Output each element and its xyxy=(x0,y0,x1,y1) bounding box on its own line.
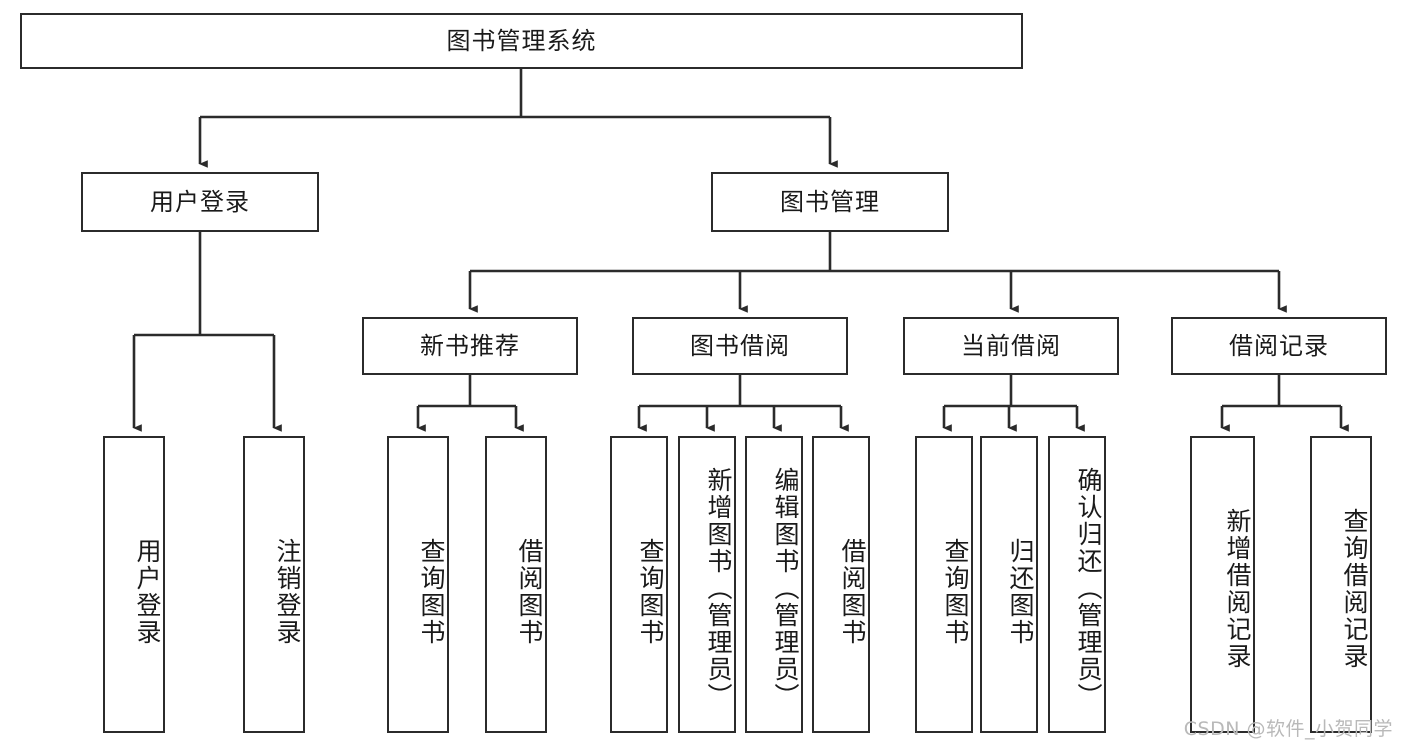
node-leaf-borrow-book-rec[interactable]: 借阅图书 xyxy=(485,436,547,733)
node-leaf-return-book[interactable]: 归还图书 xyxy=(980,436,1038,733)
node-leaf-add-record-label: 新增借阅记录 xyxy=(1223,507,1252,670)
node-leaf-confirm-return-admin-label: 确认归还（管理员） xyxy=(1074,467,1103,710)
node-borrow-record[interactable]: 借阅记录 xyxy=(1171,317,1387,375)
node-root[interactable]: 图书管理系统 xyxy=(20,13,1023,69)
node-new-book-rec[interactable]: 新书推荐 xyxy=(362,317,578,375)
node-book-borrow[interactable]: 图书借阅 xyxy=(632,317,848,375)
node-borrow-record-label: 借阅记录 xyxy=(1229,331,1329,360)
node-leaf-logout-label: 注销登录 xyxy=(273,537,302,646)
csdn-watermark: CSDN @软件_小贺同学 xyxy=(1183,718,1393,740)
node-root-label: 图书管理系统 xyxy=(446,26,597,55)
node-leaf-borrow-book-rec-label: 借阅图书 xyxy=(515,537,544,646)
node-leaf-query-book-cur-label: 查询图书 xyxy=(941,537,970,646)
node-leaf-query-book-rec-label: 查询图书 xyxy=(417,537,446,646)
node-leaf-user-login[interactable]: 用户登录 xyxy=(103,436,165,733)
node-leaf-query-book-rec[interactable]: 查询图书 xyxy=(387,436,449,733)
node-user-login[interactable]: 用户登录 xyxy=(81,172,319,232)
node-book-borrow-label: 图书借阅 xyxy=(690,331,790,360)
node-leaf-add-record[interactable]: 新增借阅记录 xyxy=(1190,436,1255,733)
node-user-login-label: 用户登录 xyxy=(150,187,250,216)
node-current-borrow-label: 当前借阅 xyxy=(961,331,1061,360)
node-leaf-query-book-cur[interactable]: 查询图书 xyxy=(915,436,973,733)
node-leaf-add-book-admin[interactable]: 新增图书（管理员） xyxy=(678,436,736,733)
node-leaf-confirm-return-admin[interactable]: 确认归还（管理员） xyxy=(1048,436,1106,733)
node-leaf-query-book-borrow-label: 查询图书 xyxy=(636,537,665,646)
node-leaf-add-book-admin-label: 新增图书（管理员） xyxy=(704,467,733,710)
node-book-manage[interactable]: 图书管理 xyxy=(711,172,949,232)
node-leaf-edit-book-admin-label: 编辑图书（管理员） xyxy=(771,467,800,710)
node-leaf-user-login-label: 用户登录 xyxy=(133,537,162,646)
node-leaf-query-book-borrow[interactable]: 查询图书 xyxy=(610,436,668,733)
node-current-borrow[interactable]: 当前借阅 xyxy=(903,317,1119,375)
node-leaf-query-record[interactable]: 查询借阅记录 xyxy=(1310,436,1372,733)
node-leaf-query-record-label: 查询借阅记录 xyxy=(1340,507,1369,670)
node-leaf-return-book-label: 归还图书 xyxy=(1006,537,1035,646)
node-new-book-rec-label: 新书推荐 xyxy=(420,331,520,360)
node-leaf-borrow-book[interactable]: 借阅图书 xyxy=(812,436,870,733)
node-book-manage-label: 图书管理 xyxy=(780,187,880,216)
node-leaf-edit-book-admin[interactable]: 编辑图书（管理员） xyxy=(745,436,803,733)
node-leaf-borrow-book-label: 借阅图书 xyxy=(838,537,867,646)
node-leaf-logout[interactable]: 注销登录 xyxy=(243,436,305,733)
